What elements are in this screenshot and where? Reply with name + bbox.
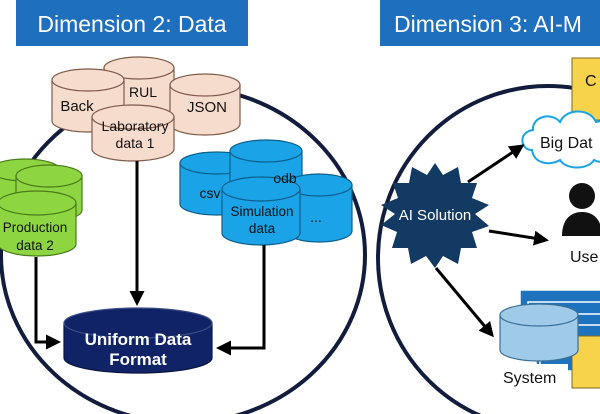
dimension3-header — [380, 0, 600, 46]
uniform-data-format-db — [63, 307, 213, 374]
db-laboratory-label-2: data 1 — [116, 135, 155, 151]
dimension3-panel: Dimension 3: AI-M C Big Dat Use System A… — [376, 0, 600, 414]
top-right-box-label: C — [585, 73, 597, 90]
green-db-cluster — [0, 158, 83, 257]
ai-solution-label: AI Solution — [399, 207, 472, 224]
db-rul-label: RUL — [129, 84, 157, 100]
dimension2-header — [16, 0, 248, 46]
system-stack — [499, 289, 600, 389]
uniform-data-format-label-1: Uniform Data — [85, 330, 192, 349]
dimension2-header-text: Dimension 2: Data — [37, 11, 226, 37]
db-production-label-1: Production — [3, 220, 68, 235]
arrow-ai-to-bigdata — [467, 144, 525, 184]
blue-db-cluster — [179, 139, 353, 246]
arrow-ai-to-system — [434, 267, 494, 338]
ai-solution-star — [381, 163, 489, 268]
user-icon — [562, 183, 600, 236]
db-simulation-label-2: data — [249, 221, 276, 236]
db-simulation-label-1: Simulation — [230, 204, 293, 219]
system-label: System — [503, 370, 556, 387]
db-odb-label: odb — [273, 170, 297, 186]
system-db — [499, 314, 579, 362]
db-other-label: ... — [310, 209, 322, 225]
dimension2-arrows — [34, 161, 266, 356]
db-simulation — [221, 188, 301, 246]
top-right-box — [571, 57, 600, 121]
db-production — [0, 202, 77, 257]
big-data-label: Big Dat — [540, 135, 593, 152]
big-data-cloud — [521, 110, 600, 169]
db-back-label: Back — [60, 98, 94, 115]
user-label: Use — [570, 249, 599, 266]
arrow-simulation-to-uniform — [216, 245, 266, 356]
arrow-ai-to-user — [488, 229, 549, 246]
arrow-production-to-uniform — [34, 257, 61, 350]
dimension3-header-text: Dimension 3: AI-M — [394, 11, 582, 37]
peach-db-cluster — [51, 56, 241, 162]
db-json-label: JSON — [187, 99, 227, 116]
dimension2-panel: Dimension 2: Data RUL JSON Back Laborato… — [0, 0, 367, 414]
db-laboratory-label-1: Laboratory — [102, 118, 169, 134]
uniform-data-format-label-2: Format — [109, 350, 167, 369]
dimension3-arrows — [434, 144, 549, 338]
db-csv-label: csv — [200, 185, 221, 201]
db-production-label-2: data 2 — [16, 238, 54, 253]
